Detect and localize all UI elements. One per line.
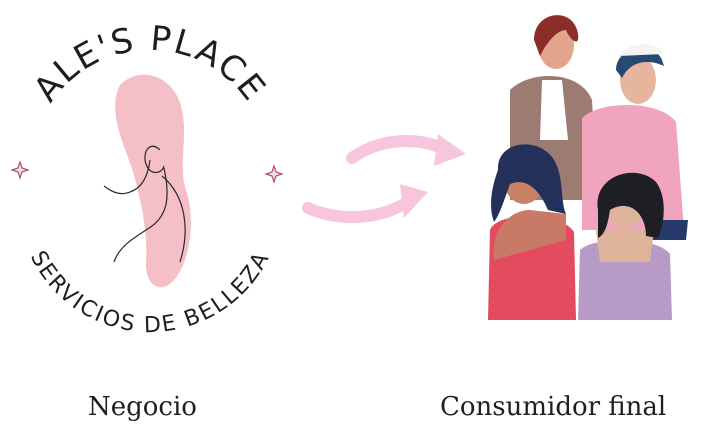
pink-brush-stroke	[115, 74, 191, 288]
ales-place-logo: ALE'S PLACE SERVICIOS DE BELLEZA	[0, 0, 300, 340]
caption-consumidor-final: Consumidor final	[440, 392, 667, 422]
caption-negocio: Negocio	[88, 392, 197, 422]
sparkle-icon-left	[10, 160, 30, 180]
sparkle-icon-right	[264, 164, 284, 184]
woman-red-dress	[488, 144, 576, 320]
woman-purple-top	[578, 172, 672, 320]
exchange-arrows-icon	[300, 120, 470, 240]
consumers-group-illustration	[470, 0, 709, 330]
woman-lineart-icon	[103, 145, 186, 263]
